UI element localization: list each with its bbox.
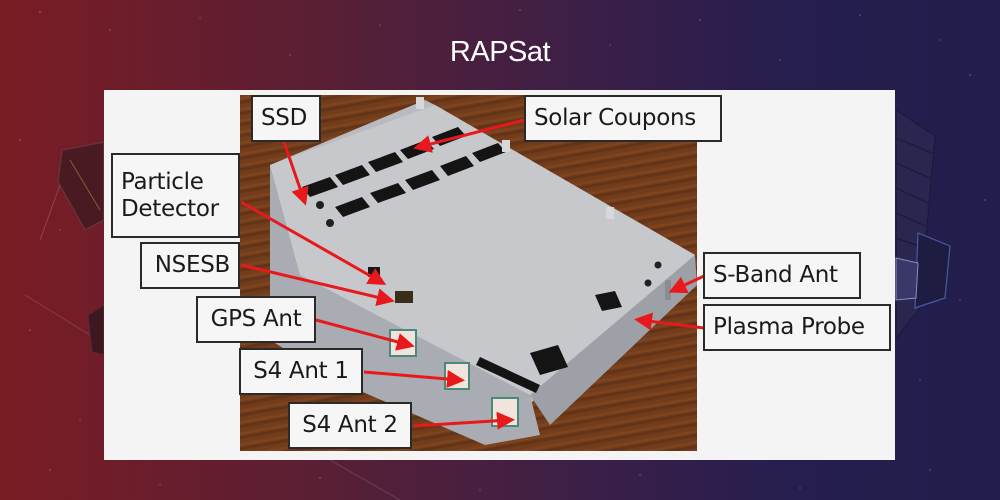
label-gps-ant: GPS Ant: [196, 296, 316, 343]
label-s-band-ant: S-Band Ant: [703, 252, 861, 299]
label-s4-ant-2: S4 Ant 2: [288, 402, 412, 449]
cubesat-decoration-right: [895, 109, 951, 338]
satellite-photo: [240, 95, 697, 451]
cubesat-decoration-left: [39, 141, 105, 356]
label-plasma-probe: Plasma Probe: [703, 304, 891, 351]
label-particle-detector-line1: Particle: [121, 168, 204, 195]
label-particle-detector: Particle Detector: [111, 153, 240, 238]
label-ssd: SSD: [251, 95, 321, 142]
label-s4-ant-1: S4 Ant 1: [239, 348, 363, 395]
label-nsesb: NSESB: [140, 242, 240, 289]
satellite-chassis-illustration: [270, 97, 697, 445]
label-solar-coupons: Solar Coupons: [524, 95, 722, 142]
figure-panel: SSD Solar Coupons Particle Detector NSES…: [104, 90, 895, 460]
label-particle-detector-line2: Detector: [121, 195, 219, 222]
slide-title: RAPSat: [449, 36, 551, 68]
